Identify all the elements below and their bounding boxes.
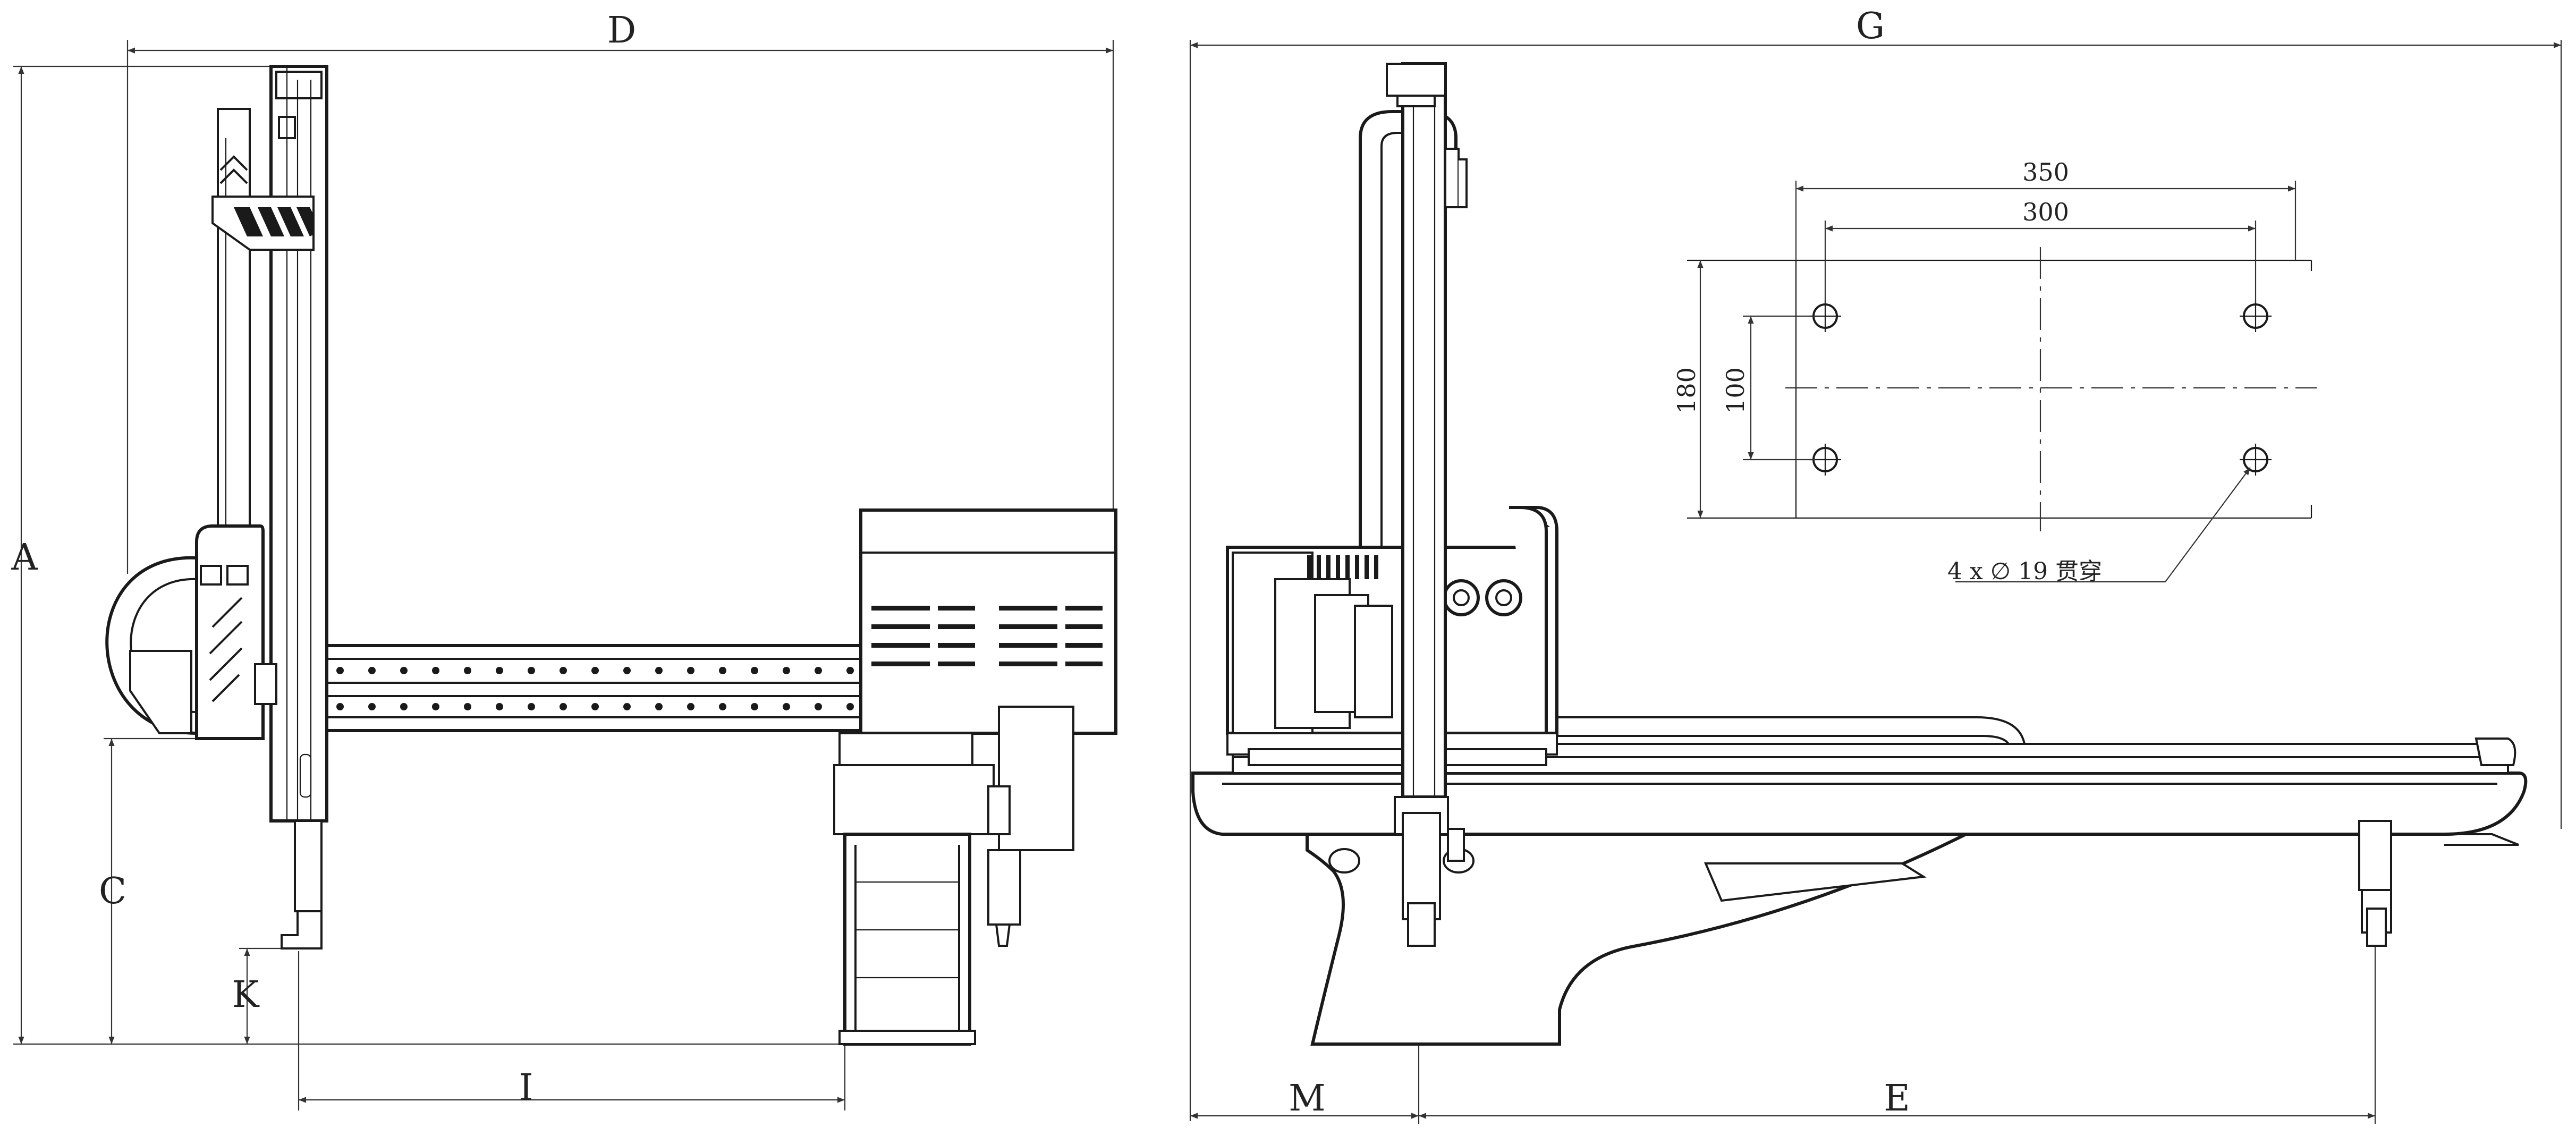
mounting-detail: 350 300 180 100 4 x ∅ 19 贯穿 — [1672, 158, 2317, 585]
label-i: I — [519, 1067, 533, 1109]
mounting-hole-icon — [2240, 300, 2272, 332]
hole-note: 4 x ∅ 19 贯穿 — [1947, 558, 2102, 585]
carriage-vent-icon — [1307, 555, 1378, 579]
label-k: K — [232, 974, 260, 1016]
dim-180: 180 — [1672, 367, 1701, 414]
dimension-i: I — [298, 951, 846, 1110]
right-view: G M E — [1189, 5, 2562, 1124]
side-vertical-arm — [1359, 62, 1468, 947]
label-m: M — [1289, 1078, 1326, 1120]
dimension-k: K — [232, 947, 298, 1044]
label-g: G — [1856, 5, 1885, 47]
label-a: A — [11, 537, 38, 579]
dim-300: 300 — [2022, 198, 2069, 226]
beam-bolt-row — [336, 667, 854, 710]
end-gripper — [2358, 820, 2392, 947]
dimension-c: C — [99, 737, 213, 1044]
carriage-box — [1226, 506, 1558, 766]
mounting-hole-icon — [2240, 444, 2272, 476]
vertical-arm — [211, 65, 328, 950]
motor-cabinet — [833, 508, 1117, 947]
left-view: D A C K I — [11, 10, 1117, 1110]
label-e: E — [1884, 1078, 1910, 1120]
dimension-e: E — [1418, 946, 2376, 1124]
bracket-vent-icon — [234, 207, 313, 236]
dimension-g: G — [1189, 5, 2562, 1121]
dimension-d: D — [126, 10, 1114, 574]
side-control-box — [105, 524, 277, 740]
label-c: C — [99, 870, 126, 912]
dim-100: 100 — [1721, 367, 1750, 414]
horizontal-beam — [325, 644, 865, 732]
cabinet-vent-icon — [871, 606, 1103, 666]
dim-350: 350 — [2022, 158, 2069, 186]
support-post — [838, 833, 976, 1046]
dimension-m: M — [1190, 1078, 1419, 1120]
base-frame — [1191, 772, 2528, 1046]
label-d: D — [607, 10, 637, 52]
dimension-a: A — [11, 65, 850, 1045]
